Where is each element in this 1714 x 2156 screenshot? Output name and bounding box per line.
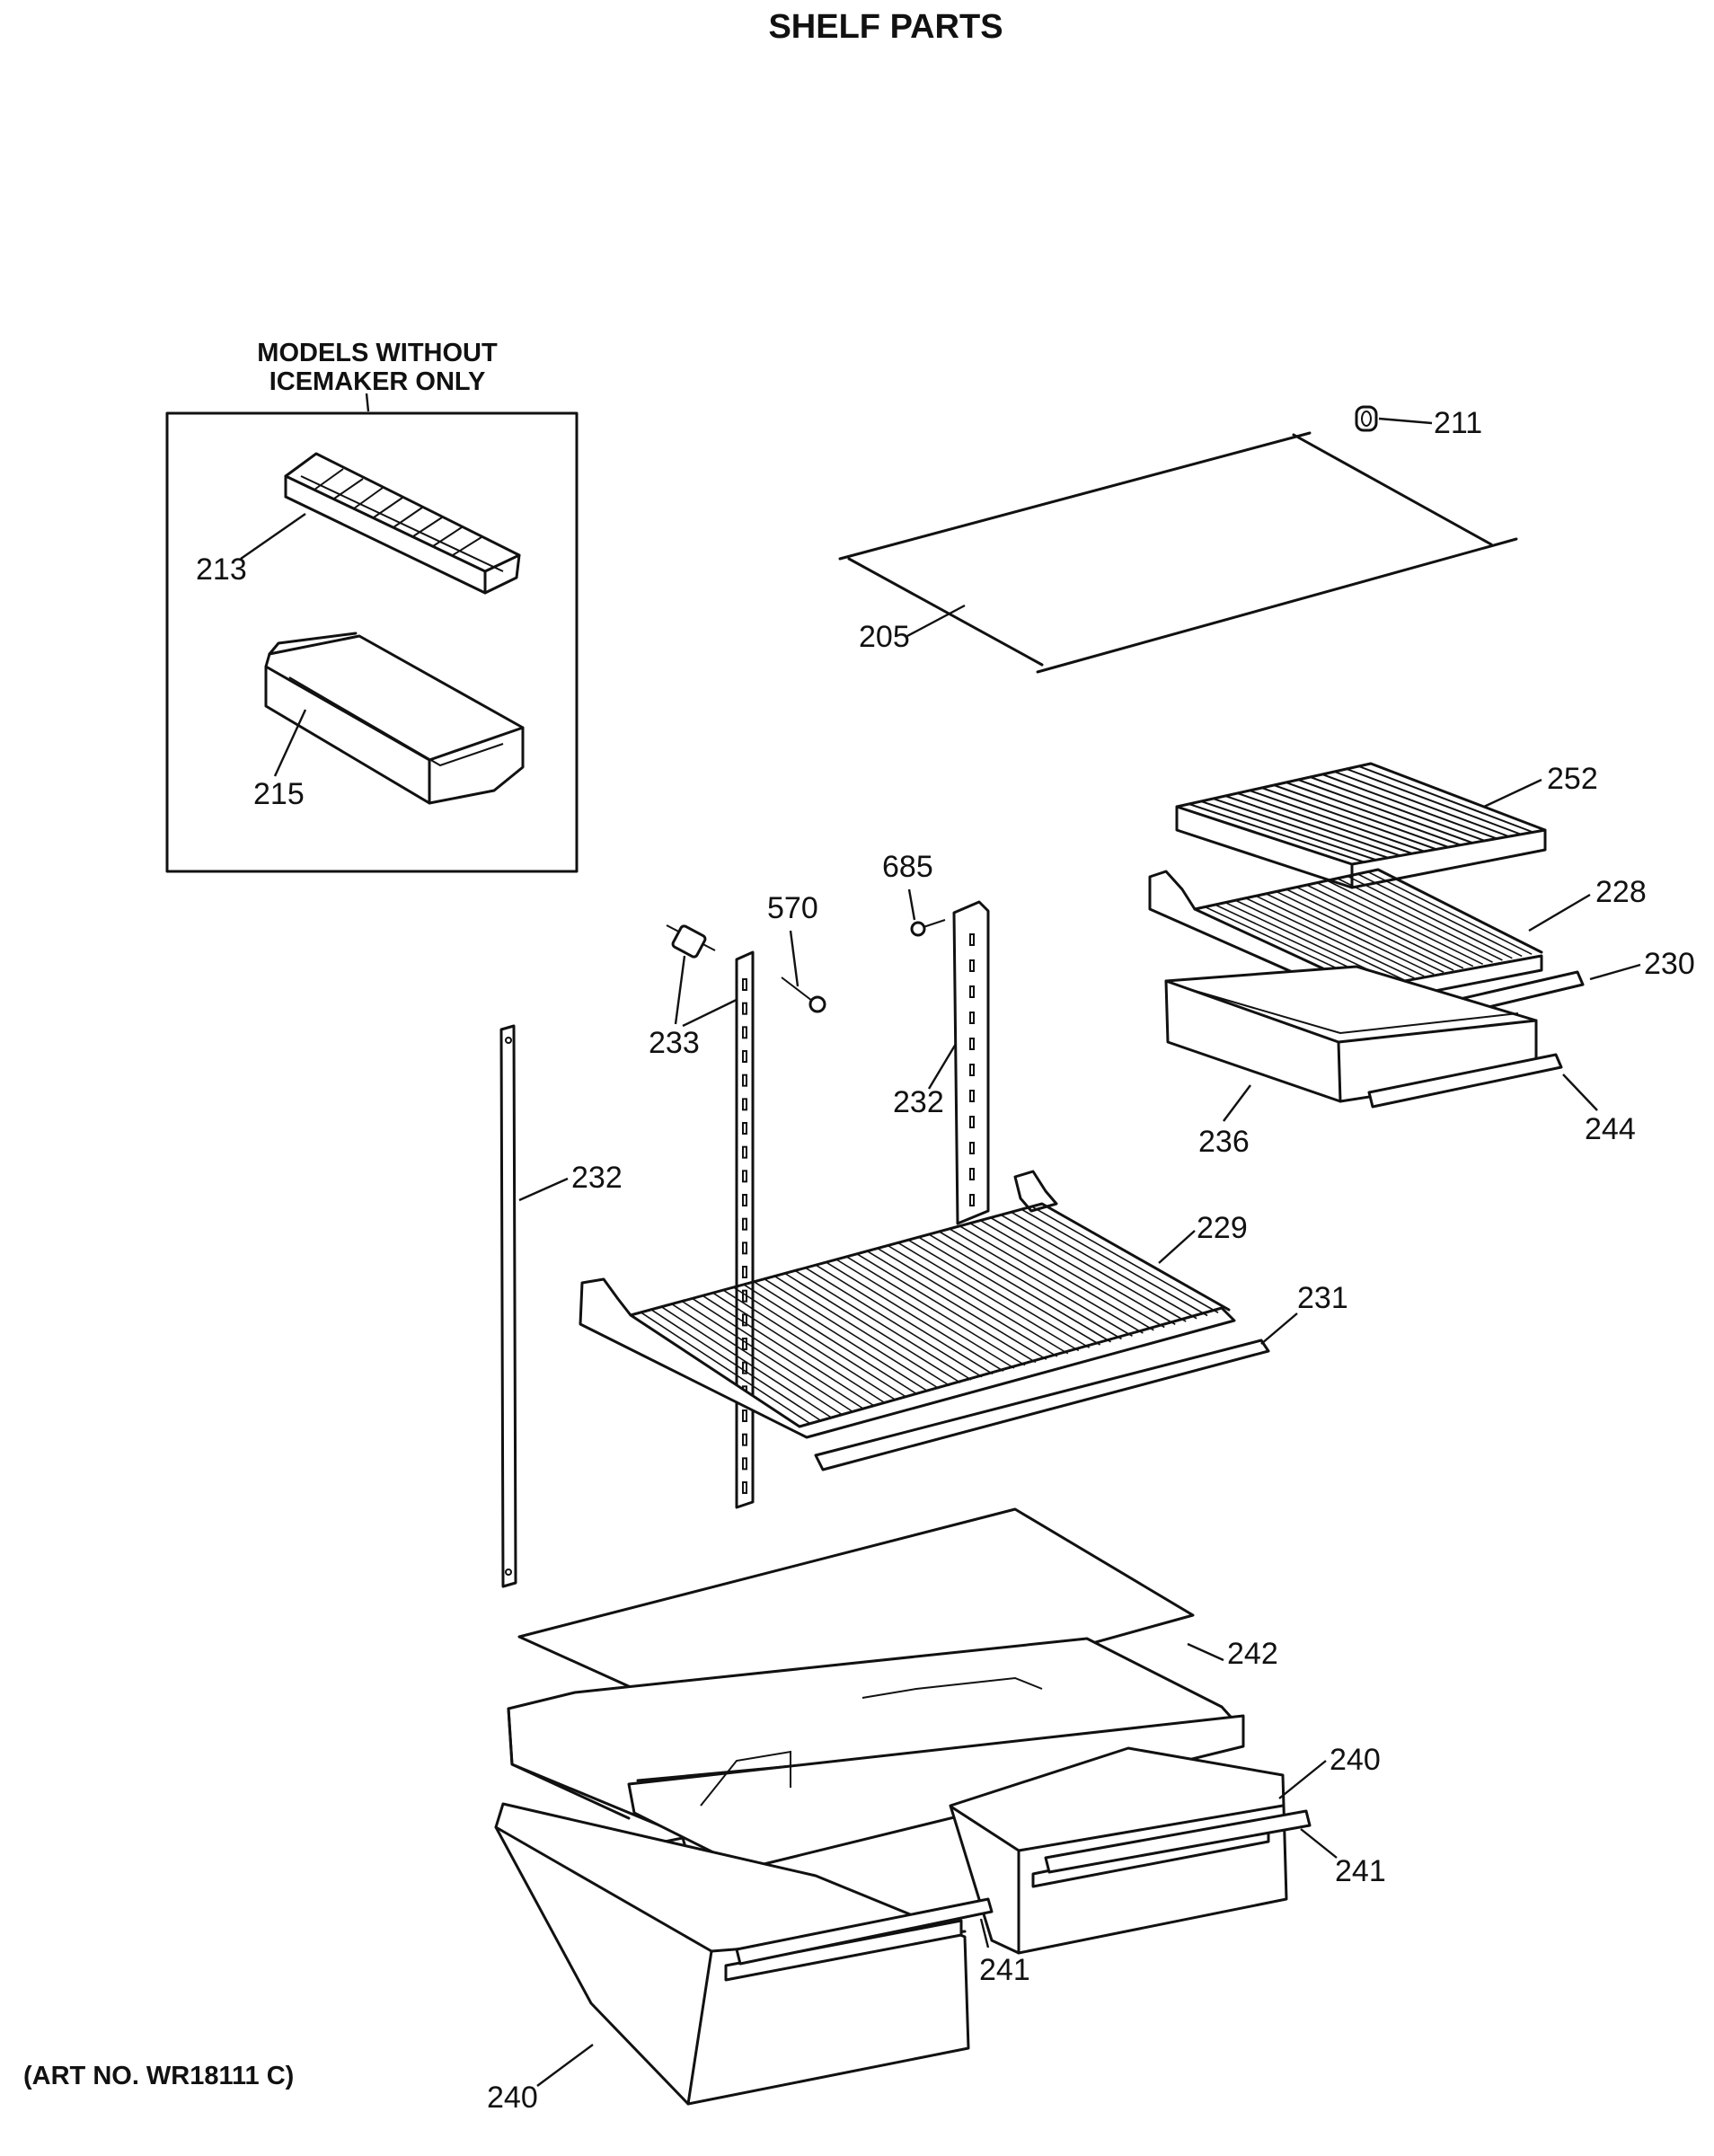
callout-242: 242: [1227, 1637, 1278, 1671]
rail-232-right: [952, 900, 990, 1225]
rail-232-center: [735, 950, 755, 1509]
inset-caption-line1: MODELS WITHOUT: [257, 339, 498, 367]
wire-shelf-205: [838, 431, 1518, 674]
ice-tray-213: [284, 452, 521, 595]
callout-205: 205: [859, 620, 910, 654]
callout-229: 229: [1197, 1211, 1248, 1245]
callout-215: 215: [253, 777, 305, 811]
callout-230: 230: [1644, 947, 1695, 981]
callout-232-left: 232: [571, 1161, 623, 1195]
art-number: (ART NO. WR18111 C): [23, 2062, 294, 2090]
inset-frame: [165, 411, 579, 873]
drawer-handle-241-right: [1044, 1809, 1312, 1874]
drawer-front-244: [1367, 1053, 1563, 1109]
pan-cover-242: [507, 1507, 1245, 1870]
screw-685: [910, 919, 946, 937]
icemaker-inset: MODELS WITHOUT ICEMAKER ONLY 213: [165, 339, 579, 873]
callout-244: 244: [1585, 1112, 1636, 1146]
callout-240-left: 240: [487, 2081, 538, 2115]
callout-252: 252: [1547, 762, 1598, 796]
callout-240-right: 240: [1330, 1743, 1381, 1777]
callout-685: 685: [882, 850, 933, 884]
callout-236: 236: [1198, 1125, 1250, 1159]
rail-232-left: [499, 1024, 517, 1588]
front-trim-231: [814, 1339, 1270, 1471]
bin-215: [264, 632, 525, 805]
callout-231: 231: [1297, 1281, 1348, 1315]
drawer-240-left: [494, 1802, 970, 2106]
inset-caption-line2: ICEMAKER ONLY: [269, 367, 486, 396]
callout-211: 211: [1434, 406, 1482, 440]
callout-233: 233: [649, 1026, 700, 1060]
callout-241-right: 241: [1335, 1854, 1386, 1888]
callout-228: 228: [1595, 875, 1647, 909]
screw-570: [781, 976, 826, 1013]
clip-211: [1355, 405, 1378, 432]
drawer-handle-241-left: [735, 1897, 994, 1966]
crisper-cover-252: [1175, 762, 1547, 889]
callout-232-right: 232: [893, 1085, 944, 1119]
callout-241-left: 241: [979, 1953, 1030, 1987]
callout-570: 570: [767, 891, 818, 925]
clip-233: [666, 924, 716, 959]
page-title: SHELF PARTS: [768, 8, 1003, 46]
crisper-shelf-228: [1148, 868, 1543, 1006]
callout-213: 213: [196, 552, 247, 587]
shelf-229: [579, 1170, 1236, 1439]
